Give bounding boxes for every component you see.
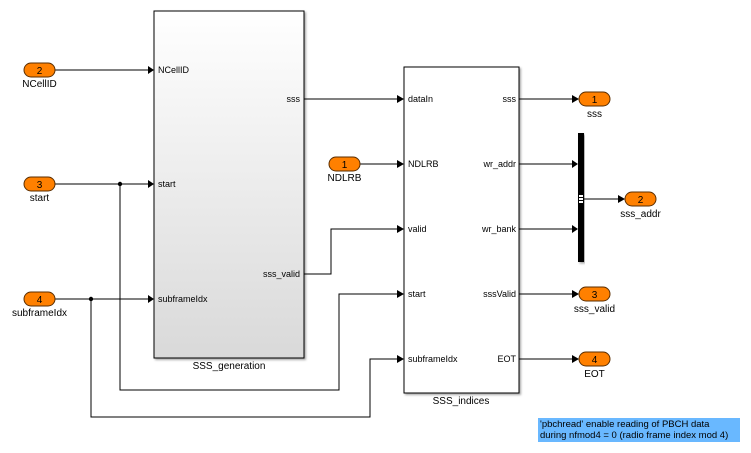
port-label-ncellid: NCellID — [158, 65, 190, 75]
block-name: SSS_indices — [433, 396, 490, 407]
port-name: NCellID — [22, 79, 56, 90]
port-name: sss_addr — [620, 209, 661, 220]
block-name: SSS_generation — [193, 361, 266, 372]
port-number: 4 — [37, 295, 43, 306]
block-mux[interactable] — [578, 133, 584, 262]
wire-subframeidx-branch[interactable] — [90, 299, 398, 418]
mux-output-marker — [579, 198, 583, 200]
outport-sss[interactable]: 1 sss — [578, 91, 611, 120]
port-label-eot: EOT — [497, 354, 516, 364]
outport-sss-valid[interactable]: 3 sss_valid — [574, 286, 615, 315]
arrow-icon — [572, 290, 579, 298]
port-label-sss-valid: sss_valid — [263, 269, 300, 279]
port-name: subframeIdx — [12, 308, 67, 319]
arrow-icon — [397, 355, 404, 363]
annotation-line: 'pbchread' enable reading of PBCH data — [540, 419, 710, 430]
port-number: 1 — [342, 160, 348, 171]
port-label-sss: sss — [503, 94, 517, 104]
inport-ndlrb[interactable]: 1 NDLRB — [328, 156, 362, 184]
arrow-icon — [148, 295, 154, 303]
arrow-icon — [148, 66, 154, 74]
port-label-subframeidx: subframeIdx — [408, 354, 458, 364]
port-label-start: start — [158, 179, 176, 189]
mux-output-marker — [579, 201, 583, 203]
arrow-icon — [397, 160, 404, 168]
arrow-icon — [397, 290, 404, 298]
arrow-icon — [572, 225, 578, 233]
junction-dot — [117, 181, 123, 187]
port-number: 1 — [592, 95, 598, 106]
arrow-icon — [618, 195, 625, 203]
wire-sss-valid[interactable] — [304, 228, 398, 275]
arrow-icon — [397, 225, 404, 233]
port-label-wr-bank: wr_bank — [481, 224, 517, 234]
block-sss-generation[interactable]: NCellID start subframeIdx sss sss_valid … — [153, 10, 305, 372]
port-number: 4 — [592, 355, 598, 366]
port-name: start — [30, 193, 50, 204]
outport-eot[interactable]: 4 EOT — [578, 351, 611, 380]
port-label-wr-addr: wr_addr — [482, 159, 516, 169]
port-label-ndlrb: NDLRB — [408, 159, 439, 169]
port-label-sss: sss — [287, 94, 301, 104]
inport-ncellid[interactable]: 2 NCellID — [22, 62, 57, 90]
port-number: 2 — [37, 66, 43, 77]
mux-output-marker — [579, 195, 583, 197]
inport-subframeidx[interactable]: 4 subframeIdx — [12, 291, 67, 319]
port-number: 3 — [592, 290, 598, 301]
arrow-icon — [572, 355, 579, 363]
outport-sss-addr[interactable]: 2 sss_addr — [620, 191, 661, 220]
annotation-line: during nfmod4 = 0 (radio frame index mod… — [540, 430, 729, 441]
port-label-valid: valid — [408, 224, 427, 234]
arrow-icon — [148, 180, 154, 188]
port-name: EOT — [584, 369, 605, 380]
wires — [55, 69, 618, 418]
arrow-icon — [572, 160, 578, 168]
block-sss-indices[interactable]: dataIn NDLRB valid start subframeIdx sss… — [403, 66, 520, 407]
port-name: sss_valid — [574, 304, 615, 315]
port-number: 3 — [37, 180, 43, 191]
port-label-datain: dataIn — [408, 94, 433, 104]
port-number: 2 — [638, 195, 644, 206]
port-label-start: start — [408, 289, 426, 299]
port-label-sssvalid: sssValid — [483, 289, 516, 299]
wire-start-branch[interactable] — [119, 184, 398, 391]
arrow-icon — [397, 95, 404, 103]
arrowheads — [148, 66, 625, 363]
inport-start[interactable]: 3 start — [23, 176, 56, 204]
port-name: sss — [587, 109, 602, 120]
port-label-subframeidx: subframeIdx — [158, 294, 208, 304]
annotation-note[interactable]: 'pbchread' enable reading of PBCH data d… — [538, 418, 740, 442]
port-name: NDLRB — [328, 173, 362, 184]
junction-dot — [88, 296, 94, 302]
arrow-icon — [572, 95, 579, 103]
